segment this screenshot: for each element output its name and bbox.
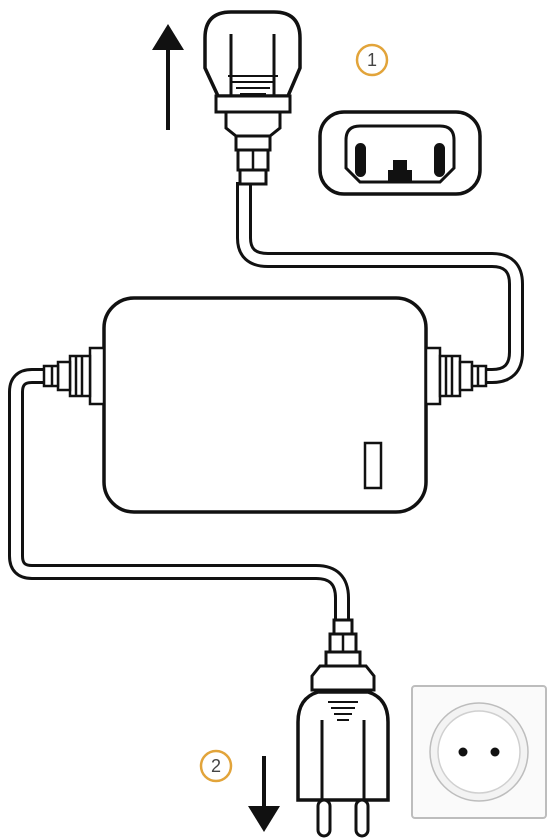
step-2-number: 2 xyxy=(211,756,221,776)
wall-socket-icon xyxy=(411,685,547,819)
iec-c14-inlet-icon xyxy=(318,110,482,196)
cable-adapter-to-mains xyxy=(8,368,350,622)
step-2-badge: 2 xyxy=(199,749,233,783)
cable-top-to-adapter xyxy=(236,182,524,384)
schuko-plug-icon xyxy=(296,618,390,838)
switch-icon xyxy=(363,441,383,490)
step-1-badge: 1 xyxy=(355,43,389,77)
adapter-left-strain-relief xyxy=(42,346,106,406)
arrow-up-icon xyxy=(152,24,184,130)
arrow-down-icon xyxy=(248,756,280,832)
adapter-right-strain-relief xyxy=(424,346,488,406)
iec-c13-plug-icon xyxy=(203,10,302,186)
step-1-number: 1 xyxy=(367,50,377,70)
